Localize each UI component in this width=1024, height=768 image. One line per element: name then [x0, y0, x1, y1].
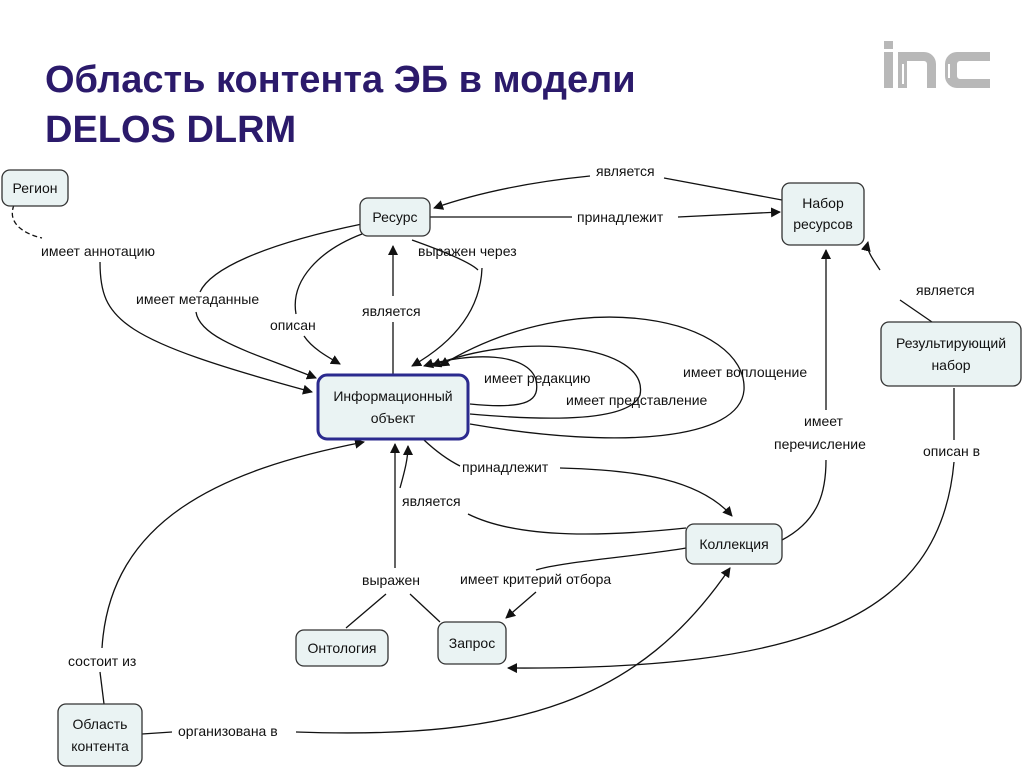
edge-infoobject-edition [423, 356, 538, 407]
edge-ontology-expressed [345, 593, 387, 629]
edge-belongs-collection [559, 467, 733, 517]
node-ontology: Онтология [295, 629, 389, 667]
edge-resultset-resourceset-isa [868, 242, 933, 323]
edge-collection-enumeration [781, 459, 827, 541]
edge-metadata-infoobject [195, 311, 317, 380]
label-has-edition: имеет редакцию [484, 370, 591, 386]
edge-resource-described [294, 233, 363, 315]
label-expressed-via: выражен через [418, 243, 517, 259]
edge-contentarea-organized [141, 731, 173, 735]
label-has-enumeration-1: имеет [804, 413, 844, 429]
edge-resource-resourceset-belongs [430, 212, 780, 217]
label-is-a-right: является [916, 282, 975, 298]
label-is-a-top: является [596, 163, 655, 179]
label-has-metadata: имеет метаданные [136, 291, 259, 307]
node-resource-label: Ресурс [372, 209, 417, 225]
edge-consists-infoobject [101, 438, 365, 649]
node-resource: Ресурс [359, 197, 431, 237]
node-information-object-label-2: объект [371, 410, 416, 426]
edge-described-infoobject [303, 335, 341, 365]
label-belongs-top: принадлежит [577, 209, 664, 225]
node-resource-set: Набор ресурсов [781, 182, 865, 246]
edge-region-annotation [11, 204, 43, 239]
label-has-selection-criterion: имеет критерий отбора [460, 571, 611, 587]
node-result-set-label-1: Результирующий [896, 335, 1006, 351]
edge-selection-query [505, 591, 537, 619]
label-described: описан [270, 317, 316, 333]
slide-title-line-2: DELOS DLRM [45, 109, 297, 151]
edge-organized-collection [295, 567, 731, 734]
edge-infoobject-embodiment [439, 316, 745, 439]
node-information-object: Информационный объект [316, 373, 470, 441]
edge-resourceset-resource-isa [434, 175, 783, 208]
node-resource-set-label-2: ресурсов [793, 216, 853, 232]
label-belongs-mid: принадлежит [462, 459, 549, 475]
label-is-a-mid: является [362, 303, 421, 319]
edge-resource-expressed-via [411, 239, 479, 271]
slide-title: Область контента ЭБ в модели DELOS DLRM [45, 55, 636, 155]
node-region-label: Регион [13, 180, 58, 196]
inc-logo [884, 41, 990, 88]
node-result-set-label-2: набор [931, 357, 970, 373]
node-content-area: Область контента [57, 703, 143, 767]
node-content-area-label-2: контента [71, 738, 129, 754]
node-query-label: Запрос [449, 635, 495, 651]
edge-collection-selection [535, 547, 687, 571]
edge-annotation-infoobject [99, 261, 313, 395]
edge-described-in-query [507, 461, 955, 674]
node-resource-set-label-1: Набор [802, 195, 844, 211]
label-has-enumeration-2: перечисление [774, 436, 866, 452]
node-query: Запрос [437, 621, 507, 665]
node-content-area-label-1: Область [73, 716, 128, 732]
label-has-representation: имеет представление [566, 392, 708, 408]
label-is-a-low: является [402, 493, 461, 509]
node-result-set: Результирующий набор [880, 321, 1022, 387]
node-collection: Коллекция [685, 523, 783, 565]
label-has-annotation: имеет аннотацию [41, 243, 155, 259]
label-consists-of: состоит из [68, 653, 136, 669]
slide-title-line-1: Область контента ЭБ в модели [45, 59, 636, 101]
edge-infoobject-representation [431, 345, 641, 419]
edge-collection-infoobject-isa [400, 446, 687, 535]
edge-query-expressed [409, 593, 441, 623]
node-region: Регион [1, 169, 69, 207]
node-collection-label: Коллекция [699, 536, 768, 552]
edge-contentarea-consists [99, 671, 105, 705]
label-described-in: описан в [923, 443, 980, 459]
label-organized-in: организована в [178, 723, 278, 739]
edge-resource-metadata [199, 223, 363, 293]
node-ontology-label: Онтология [308, 640, 377, 656]
label-has-embodiment: имеет воплощение [683, 364, 807, 380]
edge-expressed-via-infoobject [411, 267, 483, 367]
label-expressed: выражен [362, 572, 420, 588]
edge-infoobject-collection-belongs [423, 439, 461, 467]
node-information-object-label-1: Информационный [333, 388, 452, 404]
